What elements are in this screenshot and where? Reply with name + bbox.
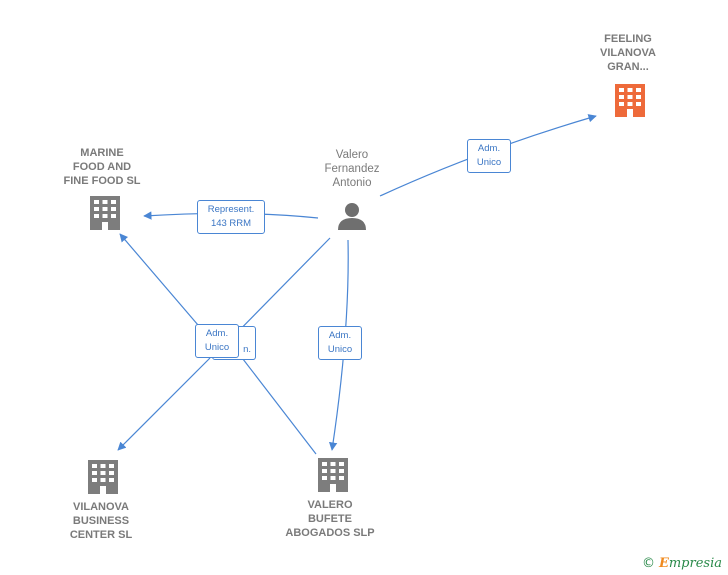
edge-hub-to-vilanova xyxy=(117,357,211,451)
building-icon xyxy=(90,196,120,230)
building-icon xyxy=(318,458,348,492)
edge-hub-to-bufete xyxy=(235,349,317,455)
edge-label-adm-unico-hub: Adm. Unico xyxy=(195,324,239,358)
edge-label-adm-unico-bufete: Adm. Unico xyxy=(318,326,362,360)
edge-label-represent-marine: Represent. 143 RRM xyxy=(197,200,265,234)
edge-label-adm-unico-feeling: Adm. Unico xyxy=(467,139,511,173)
person-icon xyxy=(338,203,366,230)
node-label-valero-fernandez[interactable]: Valero Fernandez Antonio xyxy=(324,149,380,189)
building-icon xyxy=(88,460,118,494)
copyright-symbol: © xyxy=(641,556,655,571)
node-label-feeling-vilanova[interactable]: FEELING VILANOVA GRAN... xyxy=(599,33,657,73)
brand-initial: E xyxy=(658,556,669,571)
building-icon xyxy=(615,84,645,117)
node-label-marine-food[interactable]: MARINE FOOD AND FINE FOOD SL xyxy=(63,147,141,187)
brand-name: mpresia xyxy=(668,556,722,571)
node-label-valero-bufete[interactable]: VALERO BUFETE ABOGADOS SLP xyxy=(285,499,375,539)
empresia-logo: ©Empresia xyxy=(642,556,722,571)
node-label-vilanova-business[interactable]: VILANOVA BUSINESS CENTER SL xyxy=(69,501,133,541)
